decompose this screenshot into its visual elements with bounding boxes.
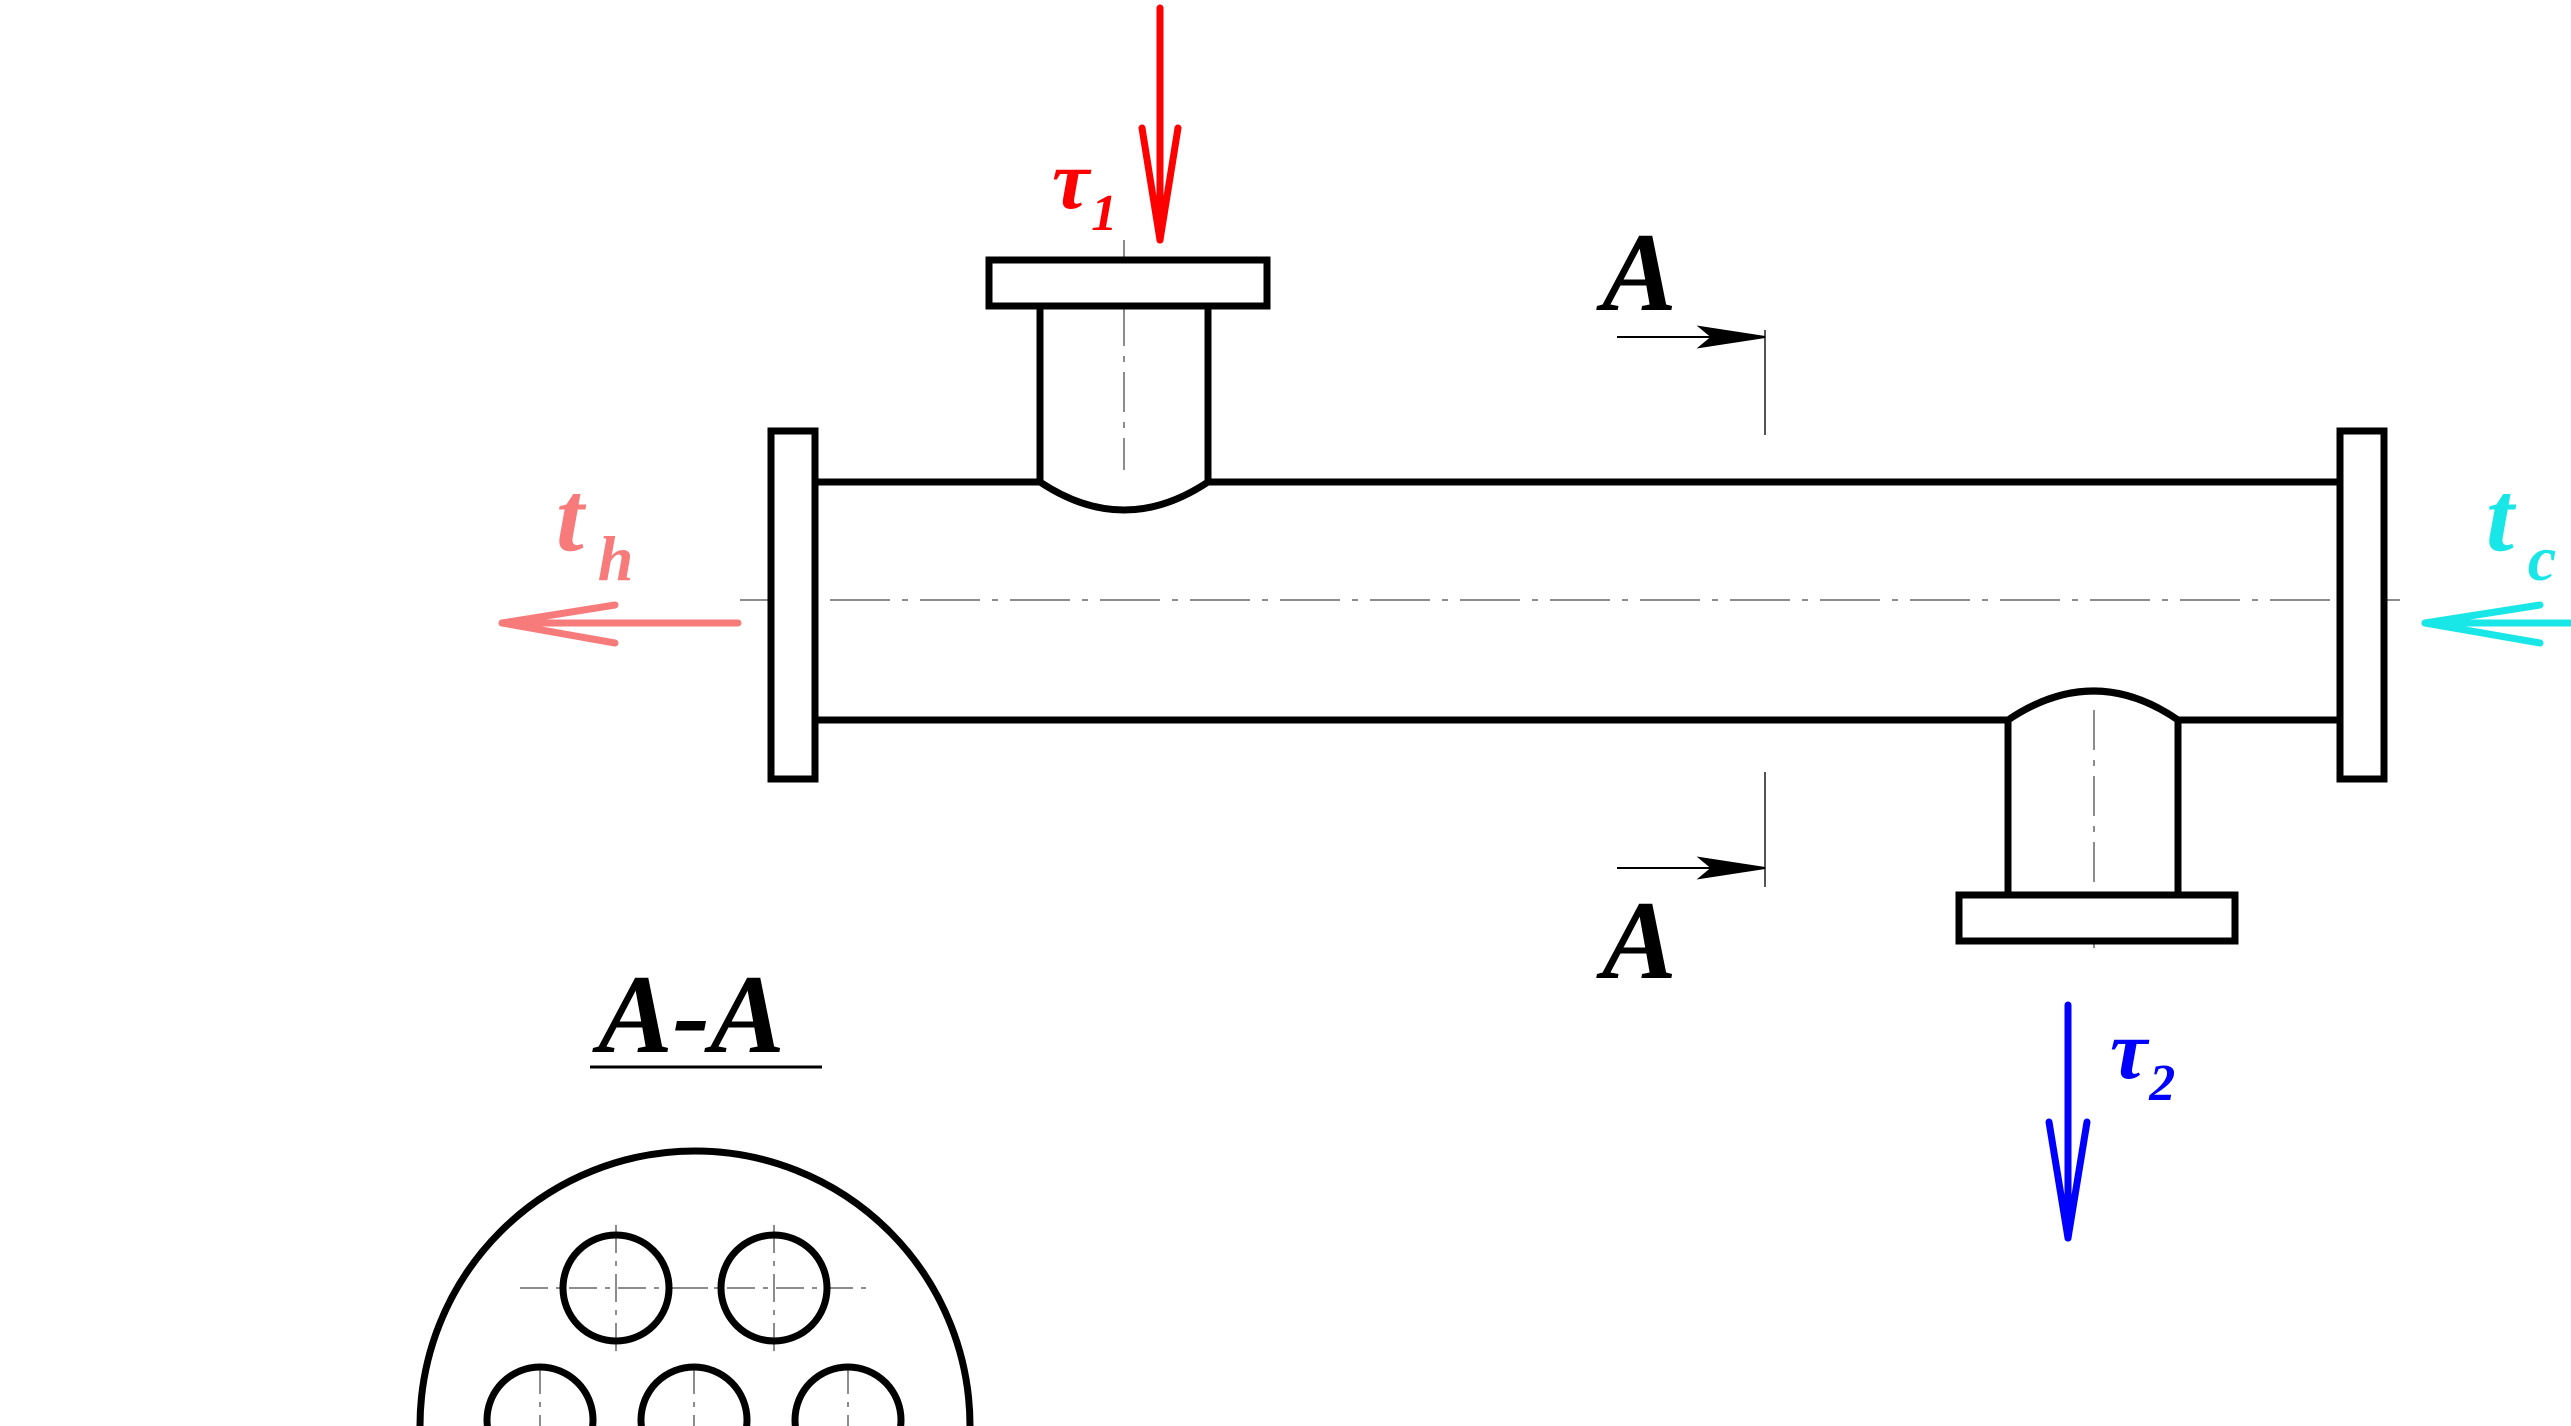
label-tau2: τ2: [2110, 1004, 2175, 1112]
section-label-top: A: [1596, 211, 1677, 335]
section-arrows: [1617, 325, 1766, 880]
tube-circle: [483, 1363, 597, 1426]
tube-circle: [717, 1231, 831, 1345]
bottom-nozzle: [1955, 687, 2239, 945]
hot-outlet-arrow: [2045, 1001, 2091, 1242]
shell-cross-section: [416, 1147, 974, 1426]
section-view-title: A-A: [592, 953, 785, 1077]
right-end-flange: [2336, 427, 2388, 783]
left-end-flange: [767, 427, 819, 783]
section-arrow-top-head: [1696, 325, 1766, 349]
shell-inlet-arrow: [2421, 601, 2571, 647]
shell-outlet-arrow: [498, 601, 742, 647]
label-tau1: τ1: [1052, 134, 1117, 242]
tube-centerlines: [520, 1225, 870, 1426]
flow-arrows: [498, 4, 2571, 1242]
tubes: [483, 1231, 905, 1426]
top-nozzle-flange: [985, 256, 1271, 310]
tube-circle: [559, 1231, 673, 1345]
hot-inlet-arrow: [1138, 4, 1182, 244]
bottom-nozzle-flange: [1955, 891, 2239, 945]
tube-circle: [791, 1363, 905, 1426]
bottom-nozzle-intersection: [2006, 687, 2180, 723]
top-nozzle-intersection: [1038, 479, 1210, 514]
section-label-bottom: A: [1596, 879, 1677, 1003]
shell: [767, 427, 2388, 783]
centerlines: [740, 240, 2400, 955]
top-nozzle: [985, 256, 1271, 514]
tube-circle: [637, 1363, 751, 1426]
section-arrow-bottom-head: [1696, 856, 1766, 880]
section-view: [416, 1065, 974, 1426]
